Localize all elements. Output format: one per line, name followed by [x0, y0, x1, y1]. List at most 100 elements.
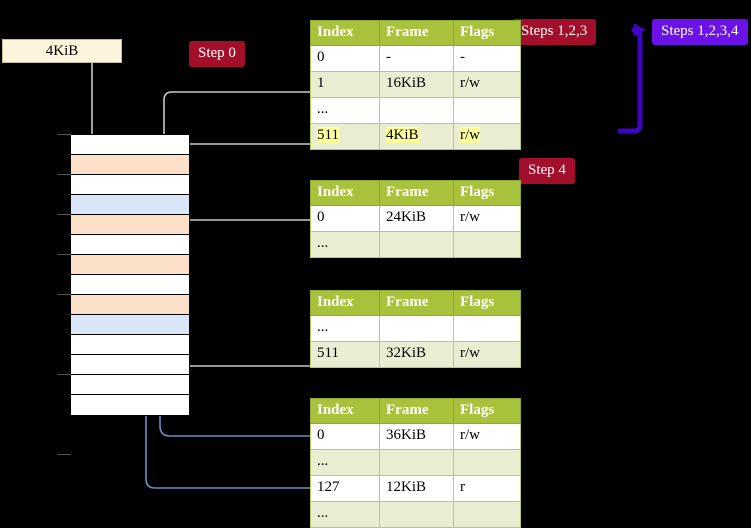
cell-index: 0: [310, 45, 380, 72]
column-header-frame: Frame: [379, 398, 454, 424]
memory-grid-tick: [58, 214, 71, 215]
memory-frame-row: [71, 235, 189, 255]
column-header-index: Index: [310, 20, 380, 46]
cell-flags: [453, 315, 521, 342]
table-row: ...: [310, 231, 521, 258]
wire-pd-row511-to-frame: [171, 316, 310, 367]
cell-index: ...: [310, 449, 380, 476]
table-row: 511 4KiB r/w: [310, 123, 521, 150]
table-row: ...: [310, 97, 521, 124]
table-row: ...: [310, 501, 521, 528]
cell-flags: -: [453, 45, 521, 72]
wire-pt-row127-to-frame: [138, 325, 310, 489]
cell-index: ...: [310, 315, 380, 342]
wire-pml4-row511-to-frame: [177, 143, 310, 224]
column-header-index: Index: [310, 398, 380, 424]
column-header-index: Index: [310, 180, 380, 206]
memory-grid-tick: [58, 174, 71, 175]
column-header-flags: Flags: [453, 20, 521, 46]
cell-index: ...: [310, 97, 380, 124]
frame-4kib-box: 4KiB: [2, 39, 122, 63]
column-header-flags: Flags: [453, 398, 521, 424]
column-header-index: Index: [310, 290, 380, 316]
cell-flags: r/w: [453, 423, 521, 450]
memory-frame-row: [71, 195, 189, 215]
memory-frame-row: [71, 315, 189, 335]
badge-steps123: Steps 1,2,3: [512, 19, 597, 45]
memory-frame-row: [71, 135, 189, 155]
cell-flags: [453, 231, 521, 258]
cell-frame: [379, 501, 454, 528]
cell-index: 511: [310, 341, 380, 368]
cell-frame: [379, 97, 454, 124]
wire-pt-row0-to-frame: [152, 207, 310, 437]
cell-index: 1: [310, 71, 380, 98]
badge-step0: Step 0: [189, 41, 245, 67]
cell-frame: 32KiB: [379, 341, 454, 368]
cell-index: ...: [310, 501, 380, 528]
cell-frame: 24KiB: [379, 205, 454, 232]
cell-index: 0: [310, 205, 380, 232]
column-header-frame: Frame: [379, 180, 454, 206]
physical-memory-grid: [70, 134, 190, 416]
column-header-flags: Flags: [453, 180, 521, 206]
violet-step-bracket: [617, 23, 646, 134]
frame-4kib-label: 4KiB: [45, 42, 79, 59]
badge-steps123-label: Steps 1,2,3: [521, 23, 588, 39]
column-header-frame: Frame: [379, 20, 454, 46]
memory-frame-row: [71, 275, 189, 295]
table-row: ...: [310, 449, 521, 476]
memory-grid-tick: [58, 374, 71, 375]
cell-flags: r/w: [453, 71, 521, 98]
cell-frame: [379, 315, 454, 342]
wire-pml4-row1-to-frame: [163, 91, 310, 150]
memory-grid-tick: [58, 134, 71, 135]
memory-frame-row: [71, 175, 189, 195]
cell-frame: 4KiB: [379, 123, 454, 150]
cell-flags: [453, 97, 521, 124]
cell-flags: [453, 501, 521, 528]
memory-frame-row: [71, 375, 189, 395]
cell-index: 0: [310, 423, 380, 450]
table-row: 0--: [310, 45, 521, 72]
badge-steps1234-label: Steps 1,2,3,4: [661, 23, 739, 39]
memory-frame-row: [71, 215, 189, 235]
cell-frame: 36KiB: [379, 423, 454, 450]
wire-pdp-row0-to-frame: [177, 219, 310, 262]
cell-flags: r/w: [453, 205, 521, 232]
column-header-frame: Frame: [379, 290, 454, 316]
cell-index: 511: [310, 123, 380, 150]
memory-frame-row: [71, 295, 189, 315]
cell-index: ...: [310, 231, 380, 258]
highlighted-value: 4KiB: [386, 127, 419, 143]
memory-frame-row: [71, 155, 189, 175]
cell-frame: 16KiB: [379, 71, 454, 98]
highlighted-value: r/w: [460, 127, 480, 143]
column-header-flags: Flags: [453, 290, 521, 316]
memory-grid-tick: [58, 254, 71, 255]
cell-flags: [453, 449, 521, 476]
memory-frame-row: [71, 395, 189, 415]
cell-frame: -: [379, 45, 454, 72]
memory-frame-row: [71, 355, 189, 375]
memory-grid-tick: [58, 294, 71, 295]
cell-flags: r/w: [453, 123, 521, 150]
table-row: ...: [310, 315, 521, 342]
badge-step4: Step 4: [519, 158, 575, 184]
cell-frame: [379, 231, 454, 258]
cell-frame: [379, 449, 454, 476]
cell-index: 127: [310, 475, 380, 502]
badge-step4-label: Step 4: [528, 162, 566, 178]
cell-flags: r/w: [453, 341, 521, 368]
cell-flags: r: [453, 475, 521, 502]
